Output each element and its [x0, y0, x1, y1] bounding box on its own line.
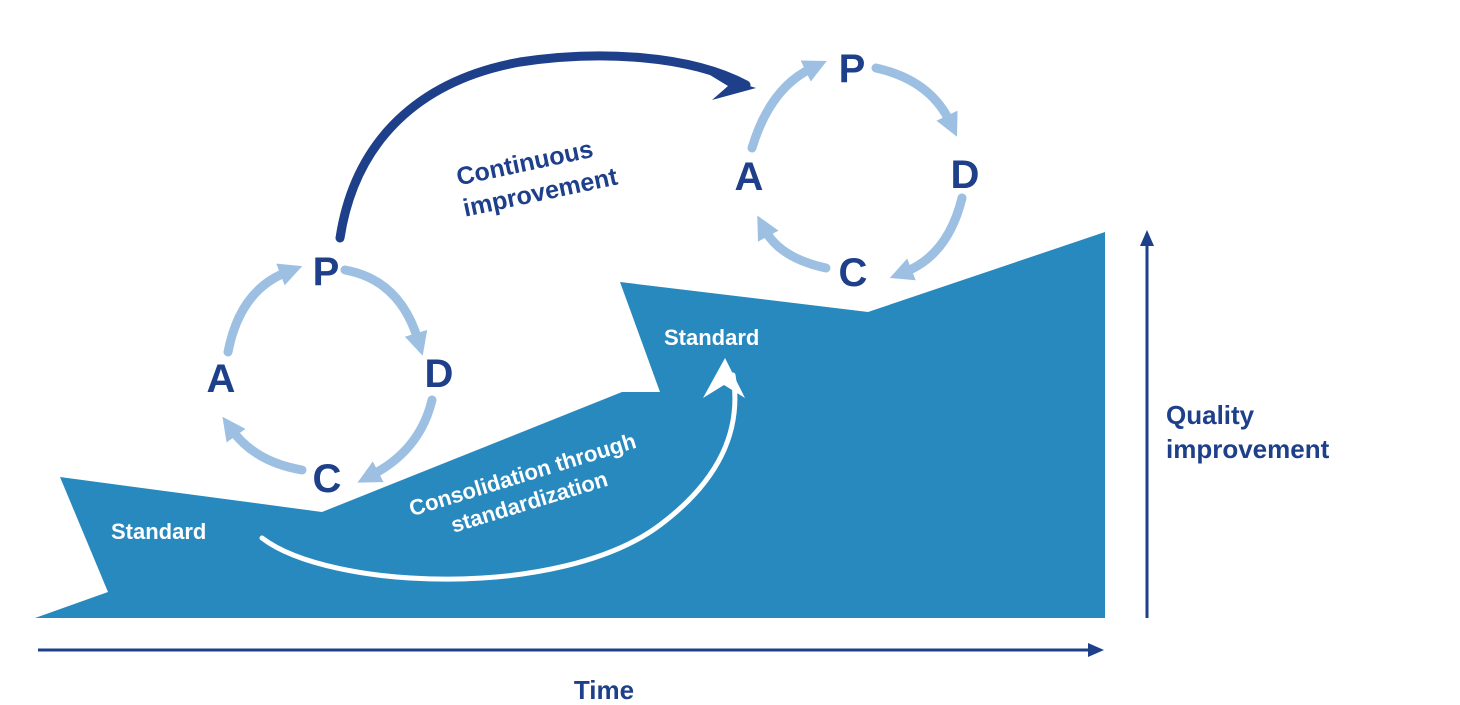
- arrow-act-to-plan: [223, 263, 303, 357]
- quality-axis-label-line1: Quality: [1166, 400, 1255, 430]
- time-axis-arrowhead: [1088, 643, 1104, 657]
- continuous-improvement-arrow-head: [705, 72, 756, 100]
- continuous-improvement-arrow: [335, 51, 751, 243]
- arrow-act-to-plan-upper: [747, 60, 827, 153]
- arrow-plan-to-do: [340, 265, 428, 356]
- arrow-check-to-act: [222, 416, 307, 475]
- quality-level-area: [35, 232, 1105, 618]
- arrow-check-to-act-upper: [757, 215, 831, 273]
- plan-letter-lower: P: [313, 250, 340, 294]
- pdca-cycle-upper: [747, 60, 967, 281]
- pdca-cycle-lower: [222, 263, 437, 483]
- act-letter-lower: A: [207, 357, 236, 401]
- plan-letter-upper: P: [839, 47, 866, 91]
- do-letter-lower: D: [425, 352, 454, 396]
- do-letter-upper: D: [951, 153, 980, 197]
- standard-label-low: Standard: [111, 519, 206, 544]
- check-letter-lower: C: [313, 457, 342, 501]
- time-axis-label: Time: [574, 675, 634, 705]
- consolidation-arrow: [259, 372, 738, 582]
- act-letter-upper: A: [735, 155, 764, 199]
- arrow-do-to-check: [357, 395, 437, 483]
- arrow-plan-to-do-upper: [871, 63, 958, 137]
- quality-axis-label-line2: improvement: [1166, 434, 1330, 464]
- quality-axis-arrowhead: [1140, 230, 1154, 246]
- check-letter-upper: C: [839, 251, 868, 295]
- consolidation-arrow-head: [703, 358, 745, 398]
- arrow-do-to-check-upper: [889, 193, 967, 281]
- standard-label-high: Standard: [664, 325, 759, 350]
